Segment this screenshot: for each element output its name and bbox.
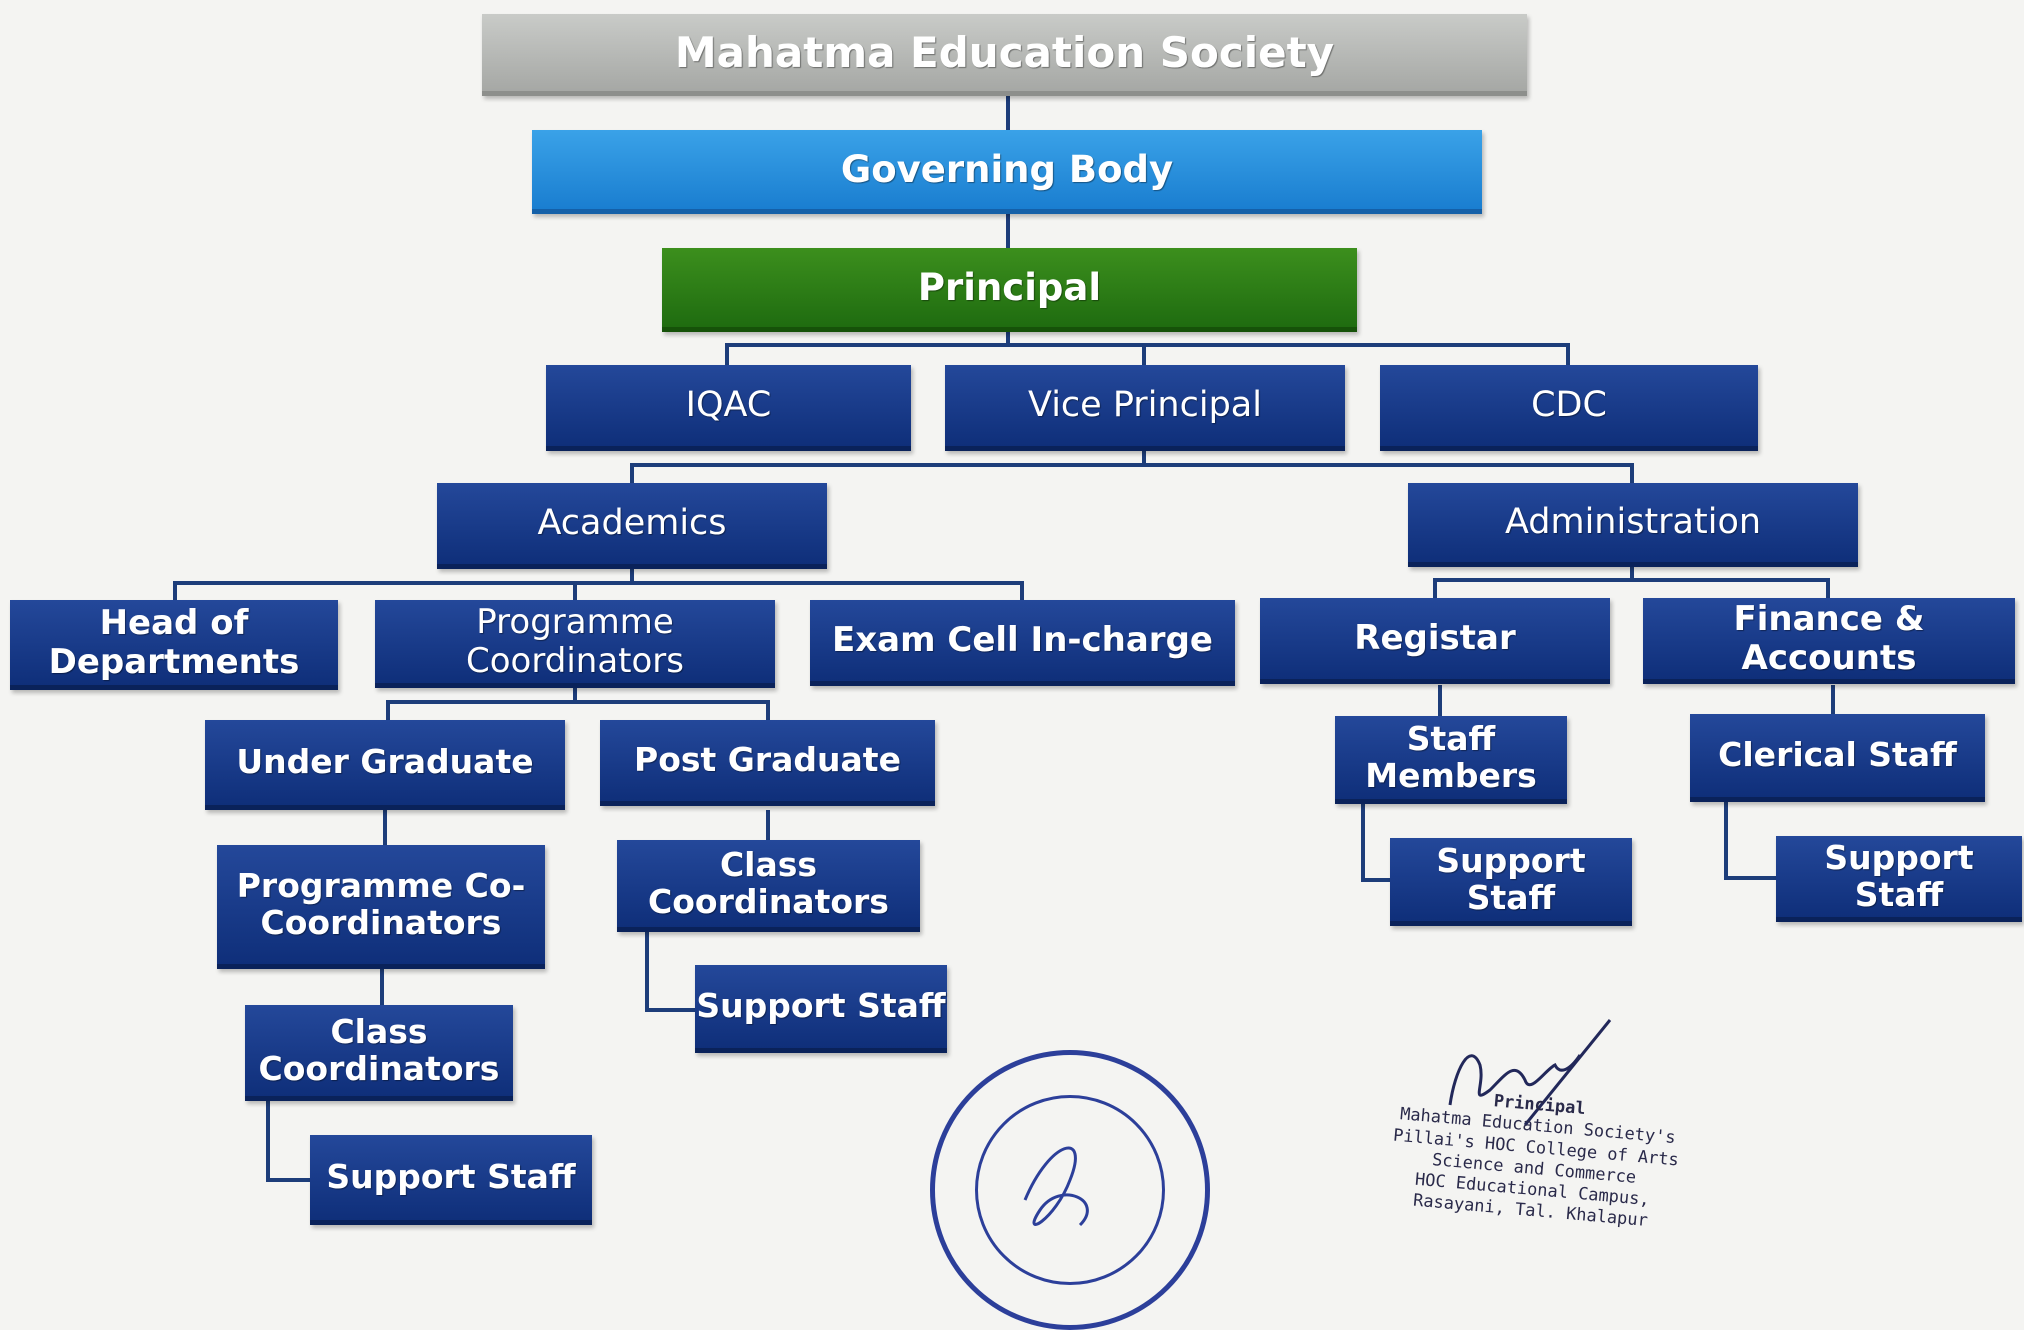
node-label: Programme Coordinators bbox=[466, 602, 684, 681]
node-label: Class Coordinators bbox=[648, 844, 889, 921]
node-support-staff-registar: Support Staff bbox=[1390, 838, 1632, 926]
node-label: Principal bbox=[917, 265, 1102, 309]
node-label: Head of Departments bbox=[48, 603, 300, 682]
node-label: Mahatma Education Society bbox=[674, 27, 1335, 77]
node-post-graduate: Post Graduate bbox=[600, 720, 935, 806]
node-label: Support Staff bbox=[1436, 840, 1586, 917]
node-under-graduate: Under Graduate bbox=[205, 720, 565, 810]
node-label: Finance & Accounts bbox=[1733, 599, 1925, 678]
node-label: Administration bbox=[1504, 501, 1762, 542]
node-vice-principal: Vice Principal bbox=[945, 365, 1345, 451]
node-staff-members: Staff Members bbox=[1335, 716, 1567, 804]
node-label: Exam Cell In-charge bbox=[832, 620, 1213, 661]
node-cdc: CDC bbox=[1380, 365, 1758, 451]
node-label: Programme Co- Coordinators bbox=[236, 865, 526, 942]
node-support-staff-ug: Support Staff bbox=[310, 1135, 592, 1225]
node-registar: Registar bbox=[1260, 598, 1610, 684]
node-exam-cell-in-charge: Exam Cell In-charge bbox=[810, 600, 1235, 686]
node-governing-body: Governing Body bbox=[532, 130, 1482, 214]
node-label: Registar bbox=[1354, 618, 1516, 659]
node-label: CDC bbox=[1531, 384, 1607, 425]
node-label: Staff Members bbox=[1365, 718, 1537, 795]
node-iqac: IQAC bbox=[546, 365, 911, 451]
node-programme-co-coordinators: Programme Co- Coordinators bbox=[217, 845, 545, 969]
node-mahatma-education-society: Mahatma Education Society bbox=[482, 14, 1527, 96]
connector-lines bbox=[173, 95, 1835, 1182]
seal-signature-scribble bbox=[1023, 1146, 1089, 1227]
node-administration: Administration bbox=[1408, 483, 1858, 567]
node-label: Clerical Staff bbox=[1718, 735, 1957, 775]
node-label: Under Graduate bbox=[236, 742, 534, 782]
node-support-staff-pg: Support Staff bbox=[695, 965, 947, 1053]
node-finance-accounts: Finance & Accounts bbox=[1643, 598, 2015, 684]
node-label: Post Graduate bbox=[634, 740, 901, 780]
node-label: Class Coordinators bbox=[258, 1011, 500, 1088]
node-label: Academics bbox=[537, 502, 727, 543]
principal-signature bbox=[1448, 1019, 1612, 1126]
node-class-coordinators-pg: Class Coordinators bbox=[617, 840, 920, 932]
node-principal: Principal bbox=[662, 248, 1357, 332]
node-support-staff-finance: Support Staff bbox=[1776, 836, 2022, 922]
node-academics: Academics bbox=[437, 483, 827, 569]
college-seal bbox=[930, 1050, 1210, 1330]
node-label: IQAC bbox=[685, 384, 772, 425]
node-head-of-departments: Head of Departments bbox=[10, 600, 338, 690]
node-clerical-staff: Clerical Staff bbox=[1690, 714, 1985, 802]
node-label: Support Staff bbox=[1824, 837, 1974, 914]
node-label: Vice Principal bbox=[1028, 384, 1262, 425]
node-programme-coordinators: Programme Coordinators bbox=[375, 600, 775, 688]
node-label: Support Staff bbox=[696, 986, 946, 1026]
node-class-coordinators-ug: Class Coordinators bbox=[245, 1005, 513, 1101]
node-label: Support Staff bbox=[326, 1157, 576, 1197]
node-label: Governing Body bbox=[840, 147, 1174, 191]
